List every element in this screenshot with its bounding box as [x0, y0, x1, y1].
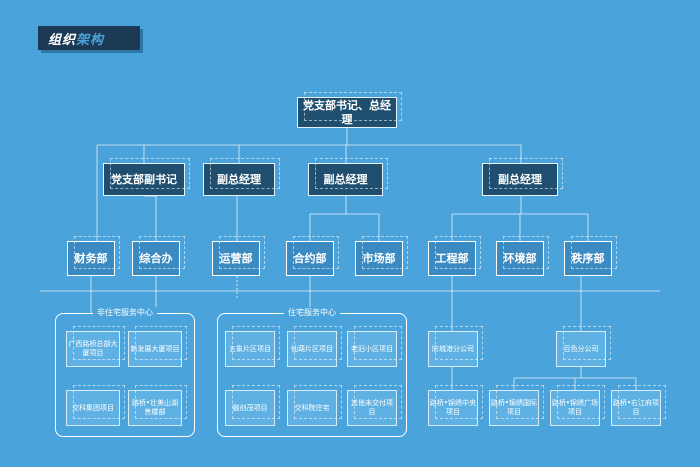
dept-contracts: 合约部: [286, 236, 339, 276]
dept-engineering: 工程部: [428, 236, 481, 276]
title-part-1: 组织: [48, 32, 77, 48]
project-box: 融创茂项目: [225, 385, 280, 426]
node-label: 党支部副书记: [111, 172, 177, 186]
project-box: 其他未交付项目: [347, 385, 402, 426]
node-label: 副总经理: [217, 172, 261, 186]
dept-marketing: 市场部: [355, 236, 408, 276]
dept-order: 秩序部: [564, 236, 617, 276]
dept-label: 秩序部: [571, 251, 605, 265]
dept-label: 运营部: [219, 251, 253, 265]
dept-label: 市场部: [362, 251, 396, 265]
project-box: 五象片区项目: [225, 326, 280, 367]
project-box: 路桥•壮美山湖售楼部: [128, 385, 187, 426]
section-title: 组织架构: [38, 26, 140, 50]
node-deputy-gm-2: 副总经理: [308, 158, 388, 196]
project-box: 交科集团项目: [66, 385, 125, 426]
branch-baise: 百色分公司: [556, 326, 611, 367]
project-box: 新发展大厦项目: [128, 326, 187, 367]
project-box: 路桥•锦绣国际项目: [489, 385, 544, 426]
project-box: 仙葫片区项目: [287, 326, 342, 367]
project-box: 广西路桥总部大厦项目: [66, 326, 125, 367]
node-deputy-gm-1: 副总经理: [203, 158, 280, 196]
project-box: 路桥•右江府项目: [611, 385, 666, 426]
node-deputy-gm-3: 副总经理: [482, 158, 563, 196]
group-label: 非住宅服务中心: [93, 307, 157, 318]
dept-environment: 环境部: [496, 236, 549, 276]
node-label: 副总经理: [323, 172, 368, 186]
title-part-2: 架构: [76, 32, 105, 48]
dept-label: 工程部: [435, 251, 469, 265]
dept-general-office: 综合办: [132, 236, 185, 276]
project-box: 路桥•锦绣广场项目: [550, 385, 605, 426]
dept-operations: 运营部: [212, 236, 265, 276]
node-label: 副总经理: [498, 172, 542, 186]
project-box: 交科院住宅: [287, 385, 342, 426]
dept-finance: 财务部: [67, 236, 120, 276]
node-label: 党支部书记、总经理: [303, 98, 391, 126]
node-secretary-gm: 党支部书记、总经理: [297, 92, 402, 128]
dept-label: 合约部: [293, 251, 327, 265]
dept-label: 环境部: [503, 251, 537, 265]
dept-label: 财务部: [74, 251, 108, 265]
group-label: 住宅服务中心: [284, 307, 340, 318]
node-deputy-secretary: 党支部副书记: [103, 158, 190, 196]
branch-fangchenggang: 防城港分公司: [428, 326, 483, 367]
dept-label: 综合办: [139, 251, 173, 265]
project-box: 路桥•锦绣中央项目: [428, 385, 483, 426]
project-box: 老旧小区项目: [347, 326, 402, 367]
